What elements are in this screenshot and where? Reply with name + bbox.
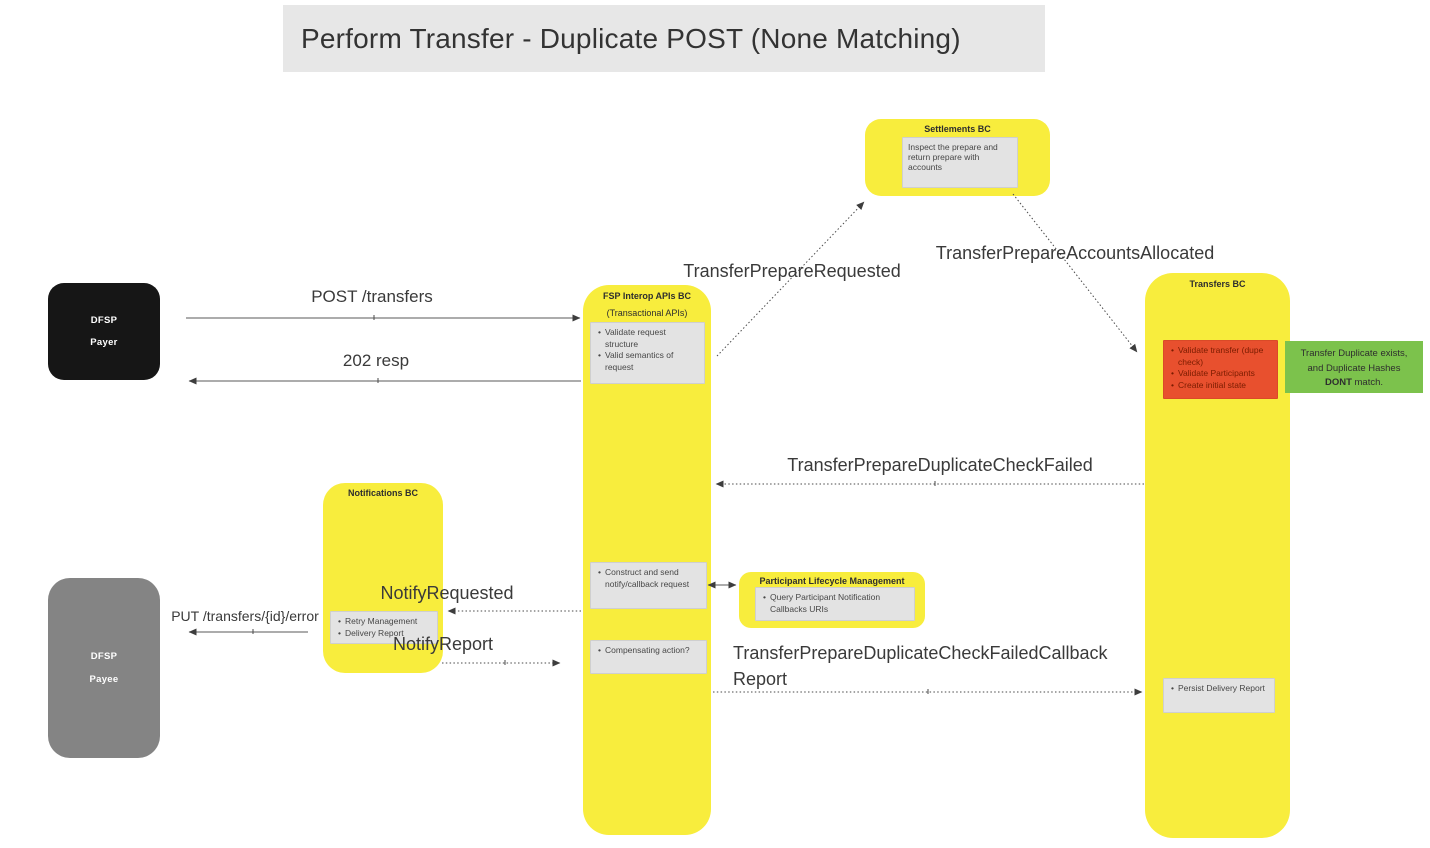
task-item: Delivery Report: [335, 628, 433, 640]
task-note-compensating-action: Compensating action?: [590, 640, 707, 674]
message-duplicate-check-failed-callback-report: TransferPrepareDuplicateCheckFailedCallb…: [733, 640, 1163, 692]
task-item: Query Participant Notification Callbacks…: [760, 592, 910, 615]
actor-dfsp-payer: DFSP Payer: [48, 283, 160, 380]
message-post-transfers: POST /transfers: [311, 287, 433, 306]
task-note-validate-request: Validate request structure Valid semanti…: [590, 322, 705, 384]
annotation-duplicate-hashes-dont-match: Transfer Duplicate exists, and Duplicate…: [1285, 341, 1423, 393]
message-transfer-prepare-requested: TransferPrepareRequested: [683, 261, 901, 281]
annotation-line: and Duplicate Hashes: [1307, 362, 1401, 374]
task-item: Valid semantics of request: [595, 350, 700, 373]
message-transfer-prepare-duplicate-check-failed: TransferPrepareDuplicateCheckFailed: [787, 455, 1093, 475]
task-item: Construct and send notify/callback reque…: [595, 567, 702, 590]
message-line: TransferPrepareDuplicateCheckFailedCallb…: [733, 643, 1108, 663]
task-item: Validate transfer (dupe check): [1168, 345, 1273, 368]
task-item: Validate Participants: [1168, 368, 1273, 380]
message-notify-requested: NotifyRequested: [380, 583, 514, 603]
annotation-line-rest: match.: [1351, 377, 1384, 389]
task-item: Retry Management: [335, 616, 433, 628]
task-note-construct-notify: Construct and send notify/callback reque…: [590, 562, 707, 609]
component-subtitle: (Transactional APIs): [606, 308, 688, 318]
annotation-line: DONT match.: [1285, 376, 1423, 391]
task-item: Validate request structure: [595, 327, 700, 350]
task-note-inspect-prepare: Inspect the prepare and return prepare w…: [902, 137, 1018, 188]
message-put-transfers-id-error: PUT /transfers/{id}/error: [171, 608, 319, 624]
actor-dfsp-payee: DFSP Payee: [48, 578, 160, 758]
component-title: Settlements BC: [924, 124, 991, 134]
diagram-title-bar: Perform Transfer - Duplicate POST (None …: [283, 5, 1045, 72]
message-notify-report: NotifyReport: [392, 634, 494, 654]
message-line: Report: [733, 669, 788, 689]
annotation-line: Transfer Duplicate exists,: [1300, 348, 1408, 359]
task-note-retry-delivery: Retry Management Delivery Report: [330, 611, 438, 644]
component-title: FSP Interop APIs BC: [602, 291, 691, 301]
task-item: Persist Delivery Report: [1168, 683, 1270, 695]
task-item: Create initial state: [1168, 380, 1273, 392]
task-note-persist-delivery-report: Persist Delivery Report: [1163, 678, 1275, 713]
component-title: Participant Lifecycle Management: [759, 576, 905, 586]
actor-role: Payer: [90, 336, 118, 348]
task-note-validate-transfer-red: Validate transfer (dupe check) Validate …: [1163, 340, 1278, 399]
task-note-query-participant-callbacks: Query Participant Notification Callbacks…: [755, 587, 915, 621]
annotation-bold-word: DONT: [1324, 377, 1352, 389]
message-transfer-prepare-accounts-allocated: TransferPrepareAccountsAllocated: [935, 243, 1215, 263]
actor-role: Payee: [89, 674, 119, 685]
actor-name: DFSP: [90, 650, 118, 662]
message-202-resp: 202 resp: [342, 351, 410, 370]
actor-name: DFSP: [90, 315, 118, 326]
diagram-title: Perform Transfer - Duplicate POST (None …: [301, 22, 961, 54]
task-item: Compensating action?: [595, 645, 702, 657]
component-title: Notifications BC: [347, 488, 418, 498]
component-title: Transfers BC: [1189, 279, 1246, 289]
